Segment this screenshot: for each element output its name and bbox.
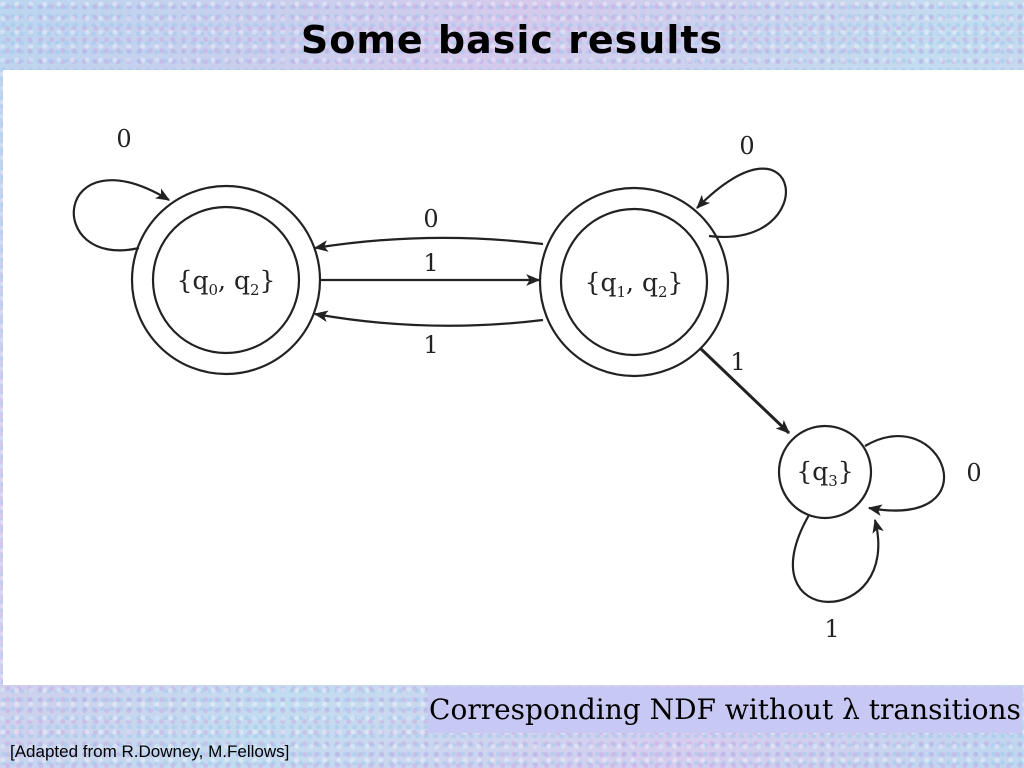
caption-prefix: Corresponding NDF without — [429, 693, 843, 726]
state-q3-label: {q3} — [796, 457, 853, 490]
slide-title: Some basic results — [300, 18, 724, 62]
lambda-symbol: λ — [842, 693, 860, 726]
transition-B-A-0 — [313, 236, 544, 252]
transition-B-A-0-label: 0 — [423, 205, 438, 233]
caption-box: Corresponding NDF without λ transitions — [428, 687, 1022, 733]
caption-suffix: transitions — [859, 693, 1021, 726]
source-credit: [Adapted from R.Downey, M.Fellows] — [10, 742, 290, 761]
state-q0-q2-inner-ring — [151, 205, 301, 355]
state-q0-q2-label: {q0, q2} — [177, 266, 276, 299]
state-q0-q2: {q0, q2} — [130, 184, 322, 376]
transition-B-C-1 — [698, 346, 791, 435]
transition-B-B-0-label: 0 — [739, 132, 754, 160]
transition-B-A-1-label: 1 — [423, 331, 438, 359]
transition-C-C-1 — [791, 514, 884, 603]
transition-A-B-1-label: 1 — [423, 249, 438, 277]
state-q3-ring — [777, 424, 873, 520]
transition-C-C-0-label: 0 — [966, 459, 981, 487]
transition-B-B-0 — [696, 167, 787, 239]
transition-B-A-1 — [313, 310, 544, 327]
transition-A-A-0-label: 0 — [116, 125, 131, 153]
state-q1-q2-label: {q1, q2} — [585, 268, 684, 301]
transition-A-A-0 — [72, 179, 170, 252]
transition-B-C-1-label: 1 — [730, 348, 745, 376]
state-q1-q2: {q1, q2} — [538, 186, 730, 378]
state-q1-q2-inner-ring — [559, 207, 709, 357]
state-diagram: {q0, q2} {q1, q2} {q3} 0 0 1 1 0 1 — [72, 125, 982, 643]
diagram-panel: {q0, q2} {q1, q2} {q3} 0 0 1 1 0 1 — [3, 70, 1024, 685]
state-q3: {q3} — [777, 424, 873, 520]
transition-C-C-0 — [864, 434, 946, 516]
transition-C-C-1-label: 1 — [824, 615, 839, 643]
